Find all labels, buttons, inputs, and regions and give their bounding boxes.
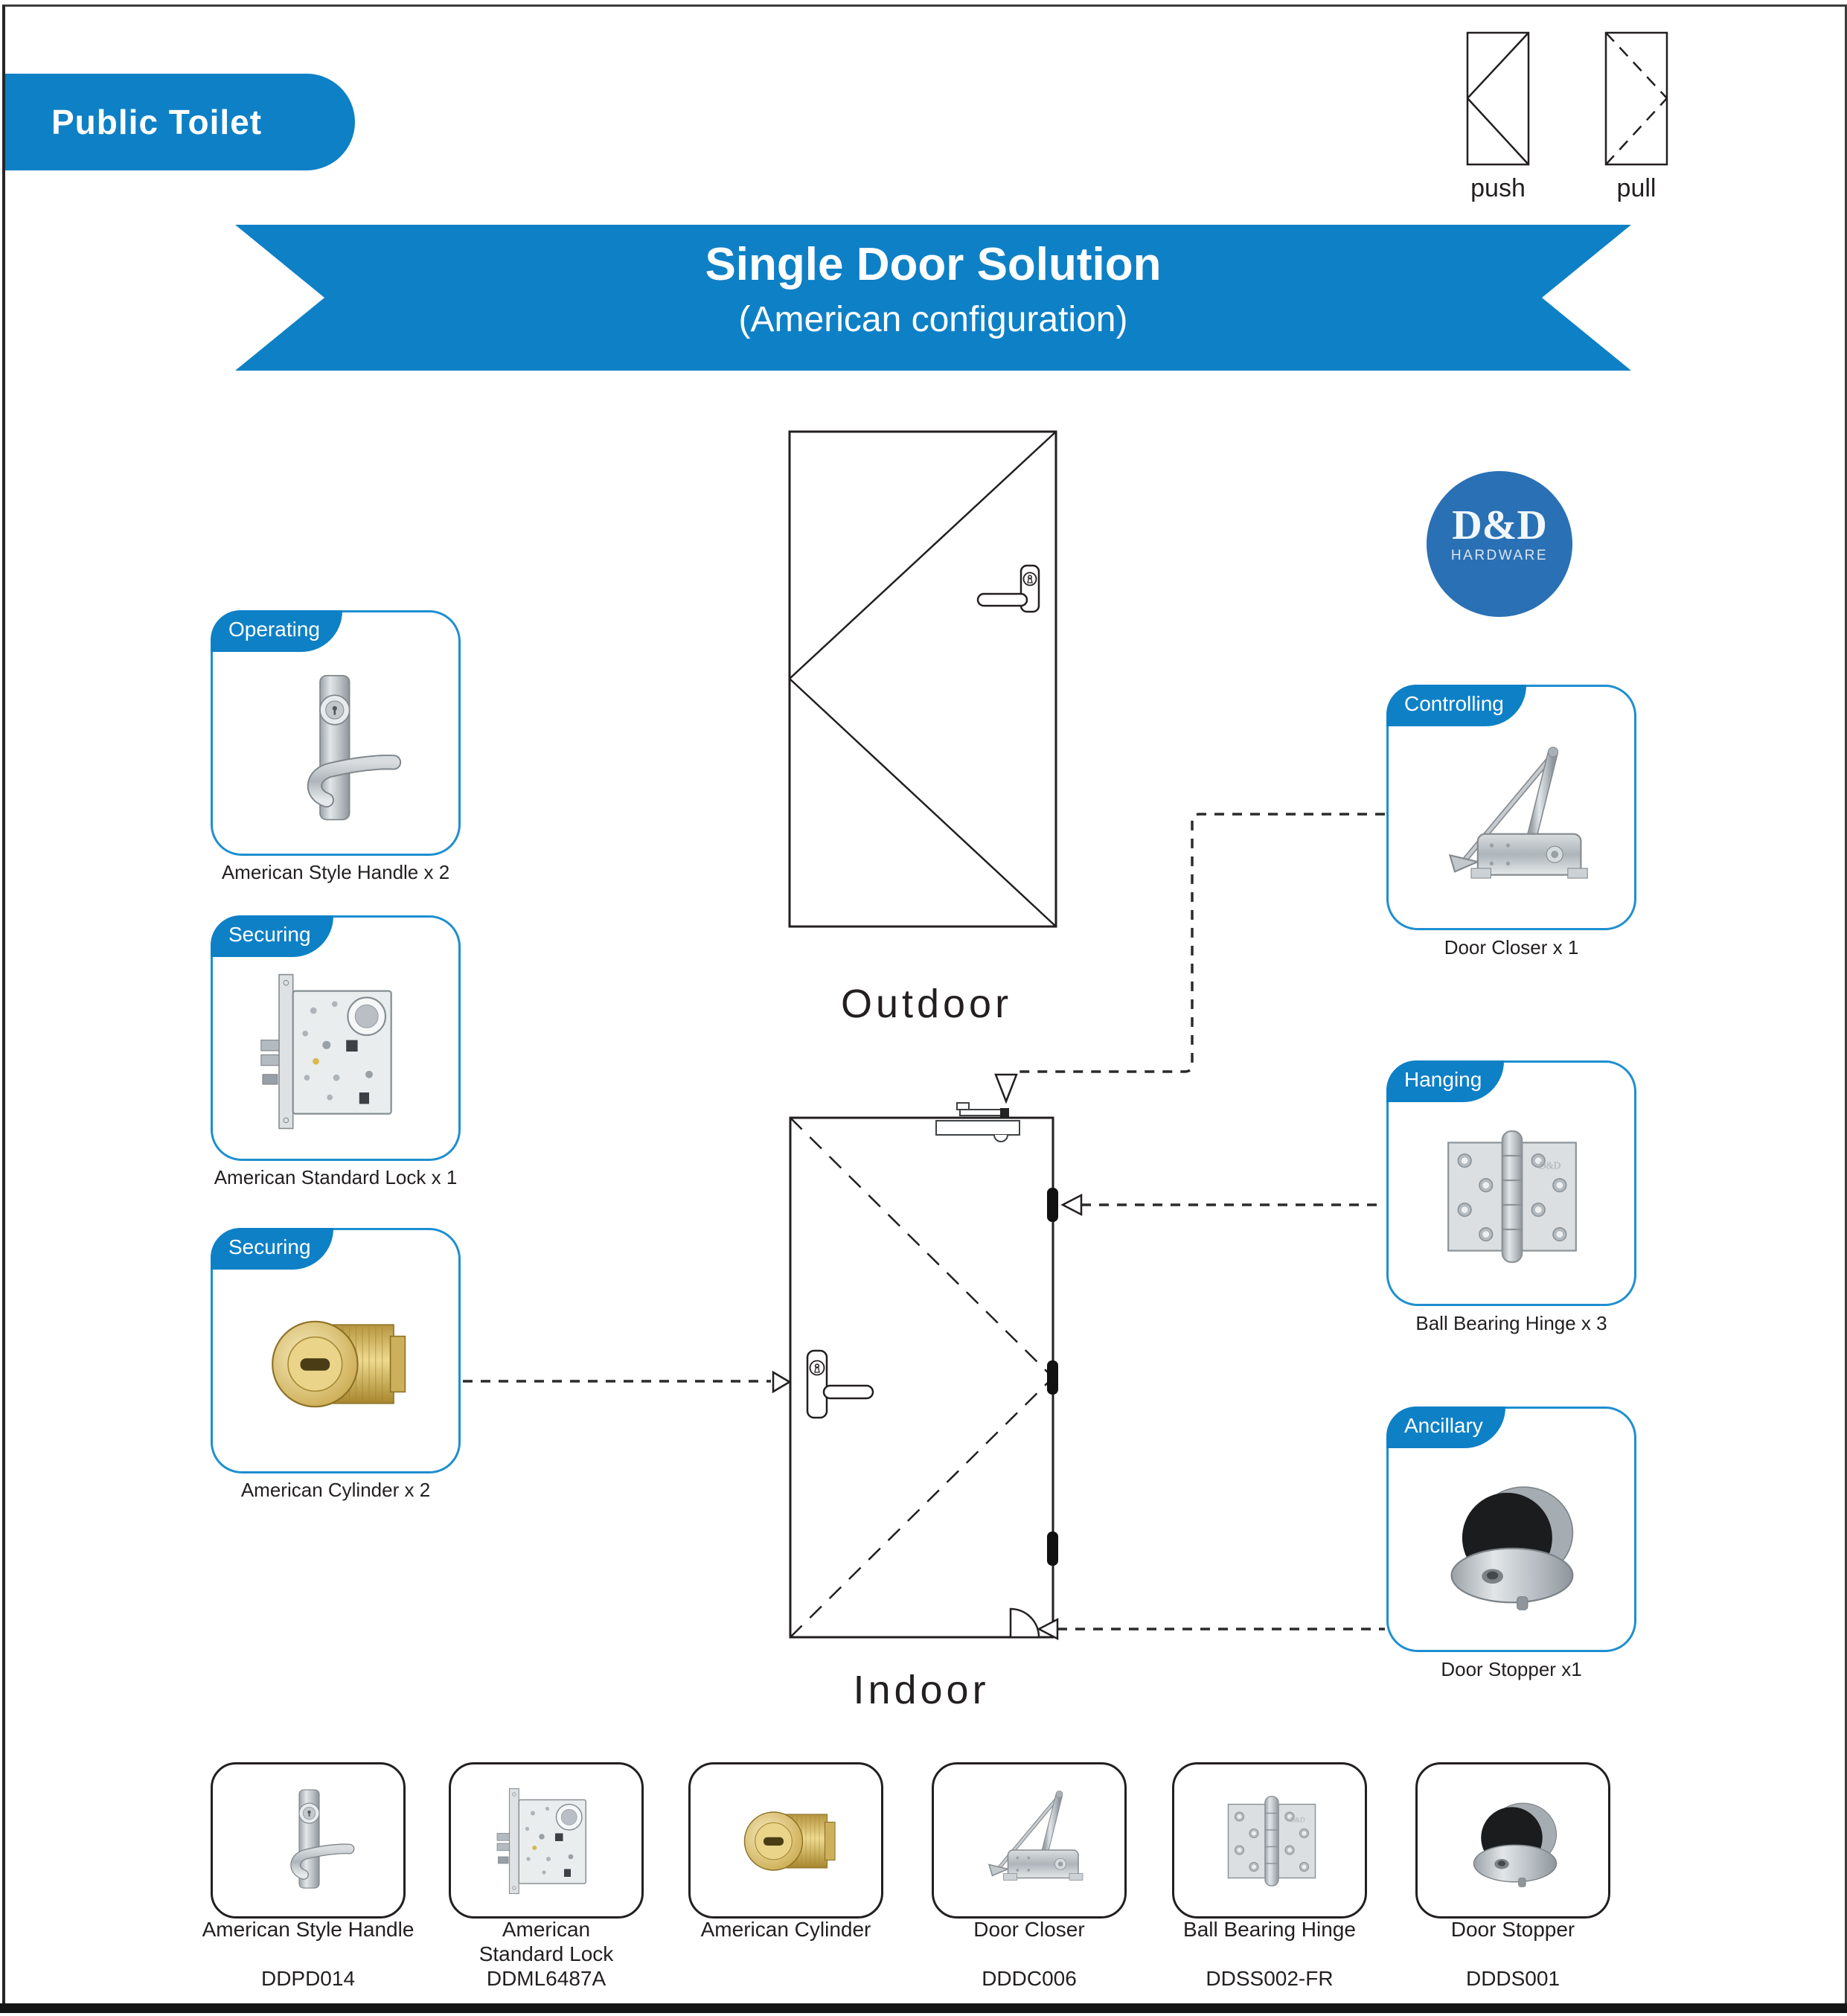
door-stopper-mark: [1009, 1607, 1040, 1639]
caption-american-standard-lock: American Standard Lock x 1: [214, 1166, 458, 1188]
american-standard-lock-icon: [493, 1785, 604, 1897]
door-closer-icon: [976, 1785, 1087, 1897]
pull-label: pull: [1616, 174, 1656, 202]
product-name: American Standard Lock: [478, 1918, 614, 1965]
product-name: American Style Handle: [202, 1918, 414, 1941]
product-name: Ball Bearing Hinge: [1183, 1918, 1356, 1941]
product-code: DDML6487A: [486, 1967, 606, 1990]
arrow-down-closer-icon: [994, 1073, 1018, 1104]
product-code: DDPD014: [260, 1967, 356, 1990]
caption-ball-bearing-hinge: Ball Bearing Hinge x 3: [1415, 1312, 1607, 1334]
product-code: DDDC006: [982, 1967, 1077, 1990]
door-closer-icon: [1430, 739, 1594, 903]
american-standard-lock-icon: [255, 970, 418, 1133]
tab-ancillary: Ancillary: [1386, 1407, 1505, 1448]
bottom-caption-stopper: Door Stopper DDDS001: [1390, 1917, 1636, 1991]
ball-bearing-hinge-icon: [1216, 1785, 1328, 1897]
indoor-door-diagram: [772, 1073, 1083, 1641]
brand-name: D&D: [1452, 502, 1547, 548]
door-stopper-icon: [1430, 1461, 1594, 1625]
product-name: Door Closer: [973, 1918, 1085, 1941]
outdoor-handle-icon: [976, 564, 1040, 613]
product-name: American Cylinder: [700, 1918, 871, 1941]
arrow-right-cylinder-icon: [772, 1370, 792, 1394]
page-title: Public Toilet: [5, 74, 355, 170]
hinge-marks: [1047, 1188, 1058, 1566]
door-closer-mark: [935, 1102, 1020, 1142]
card-controlling-closer: Controlling: [1386, 685, 1636, 930]
card-operating-handle: Operating: [211, 610, 461, 856]
card-hanging-hinge: Hanging: [1386, 1060, 1636, 1306]
card-securing-cylinder: Securing: [211, 1228, 461, 1473]
card-ancillary-stopper: Ancillary: [1386, 1407, 1636, 1652]
bottom-caption-lock: American Standard Lock DDML6487A: [423, 1917, 669, 1991]
american-cylinder-icon: [255, 1282, 418, 1446]
tab-securing-lock: Securing: [211, 915, 333, 957]
outdoor-door-diagram: [788, 430, 1057, 928]
bottom-caption-closer: Door Closer DDDC006: [906, 1917, 1152, 1991]
brand-logo: D&D HARDWARE: [1427, 471, 1572, 617]
ribbon-title: Single Door Solution: [705, 239, 1162, 290]
bottom-card-hinge: [1172, 1762, 1367, 1919]
american-style-handle-icon: [255, 1785, 366, 1897]
tab-securing-cylinder: Securing: [211, 1228, 333, 1270]
closer-connector: [1018, 813, 1385, 1073]
bottom-card-closer: [932, 1762, 1127, 1919]
brand-tagline: HARDWARE: [1450, 548, 1549, 563]
caption-american-cylinder: American Cylinder x 2: [240, 1479, 431, 1501]
outdoor-label: Outdoor: [840, 982, 1013, 1026]
american-cylinder-icon: [732, 1785, 844, 1897]
ball-bearing-hinge-icon: [1430, 1115, 1594, 1279]
ribbon-subtitle: (American configuration): [738, 300, 1128, 339]
product-code: DDSS002-FR: [1206, 1967, 1334, 1990]
push-label: push: [1470, 174, 1526, 202]
bottom-rule: [0, 2003, 1847, 2013]
door-stopper-icon: [1459, 1785, 1571, 1897]
product-name: Door Stopper: [1450, 1918, 1575, 1941]
bottom-card-lock: [449, 1762, 644, 1919]
push-door-icon: [1466, 31, 1530, 166]
caption-door-closer: Door Closer x 1: [1444, 936, 1579, 959]
bottom-caption-handle: American Style Handle DDPD014: [185, 1917, 431, 1991]
american-style-handle-icon: [255, 669, 418, 833]
page-border: [2, 4, 1847, 2009]
arrow-left-hinge-icon: [1060, 1193, 1083, 1217]
bottom-caption-hinge: Ball Bearing Hinge DDSS002-FR: [1147, 1917, 1392, 1991]
card-securing-lock: Securing: [211, 915, 461, 1161]
indoor-handle-icon: [806, 1349, 874, 1419]
tab-hanging: Hanging: [1386, 1060, 1505, 1102]
product-code: DDDS001: [1465, 1967, 1560, 1990]
tab-controlling: Controlling: [1386, 685, 1526, 726]
pull-door-icon: [1604, 31, 1668, 166]
bottom-card-cylinder: [688, 1762, 883, 1919]
indoor-label: Indoor: [853, 1668, 990, 1712]
ribbon-banner: [235, 225, 1631, 371]
caption-door-stopper: Door Stopper x1: [1441, 1658, 1582, 1680]
tab-operating: Operating: [211, 610, 342, 652]
bottom-card-handle: [211, 1762, 406, 1919]
bottom-caption-cylinder: American Cylinder: [663, 1917, 909, 1966]
arrow-left-stopper-icon: [1037, 1617, 1059, 1641]
caption-american-style-handle: American Style Handle x 2: [221, 861, 450, 883]
bottom-card-stopper: [1415, 1762, 1610, 1919]
